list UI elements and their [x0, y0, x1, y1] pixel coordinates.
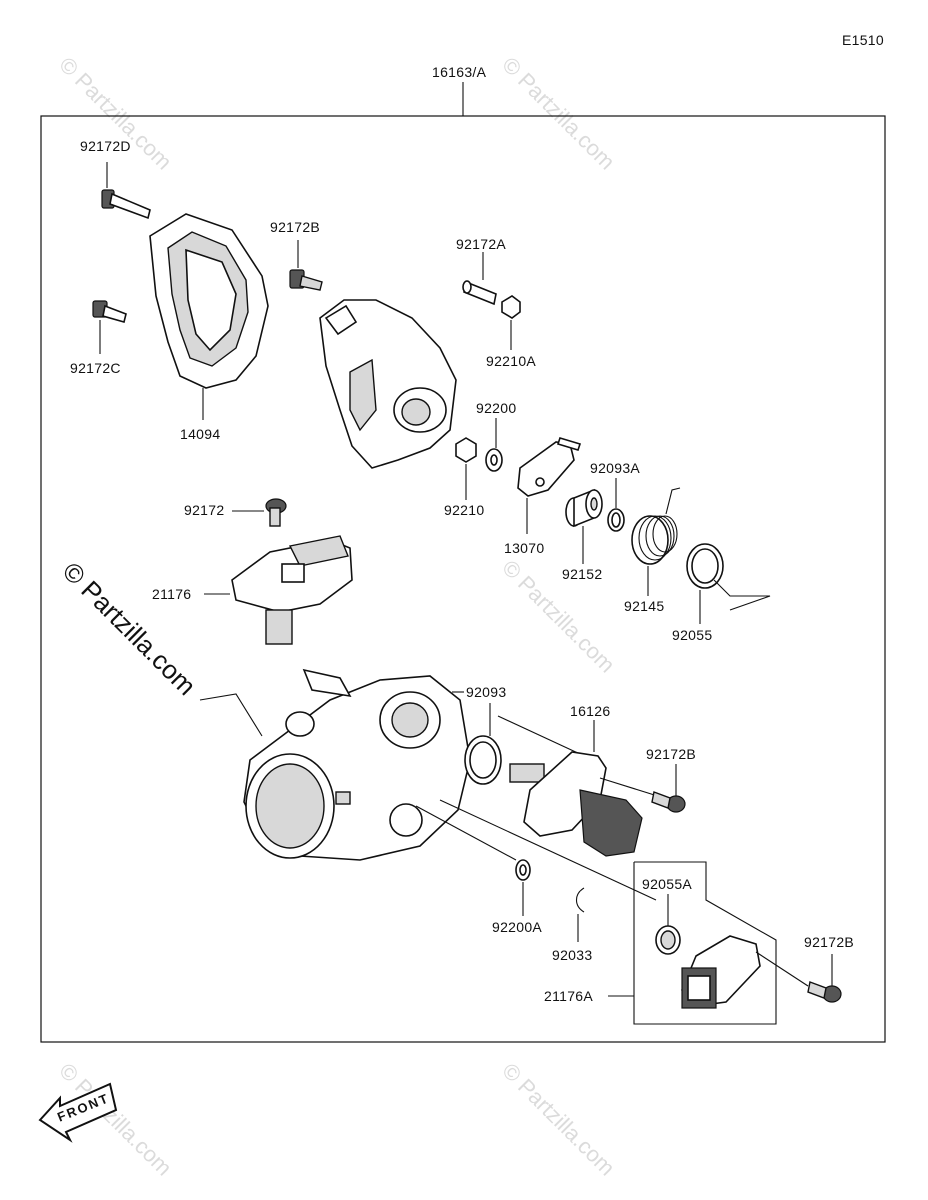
- bolt-92172C: [92, 300, 127, 323]
- throttle-body: [243, 668, 471, 861]
- bolt-92172D: [101, 189, 151, 220]
- bolt-92172B-top: [289, 269, 323, 291]
- diagram-code: E1510: [842, 32, 884, 48]
- bolt-92172B-mid: [651, 791, 686, 813]
- nut-92210A: [501, 295, 521, 319]
- plate-13070: [517, 437, 582, 497]
- part-label-92152[interactable]: 92152: [562, 566, 603, 582]
- spring-92145: [631, 487, 681, 565]
- part-label-92093A[interactable]: 92093A: [590, 460, 641, 476]
- part-label-92172B[interactable]: 92172B: [804, 934, 855, 950]
- screw-92172: [265, 498, 287, 527]
- part-label-92172[interactable]: 92172: [184, 502, 225, 518]
- part-label-92200[interactable]: 92200: [476, 400, 517, 416]
- part-label-92145[interactable]: 92145: [624, 598, 665, 614]
- part-label-92210[interactable]: 92210: [444, 502, 485, 518]
- sensor-21176: [231, 535, 353, 645]
- part-label-92172C[interactable]: 92172C: [70, 360, 121, 376]
- cover-14094: [149, 213, 269, 389]
- circlip-92033: [575, 887, 585, 913]
- part-label-16126[interactable]: 16126: [570, 703, 611, 719]
- pin-92172A: [462, 280, 497, 306]
- part-label-21176[interactable]: 21176: [152, 586, 192, 602]
- assembly-label: 16163/A: [432, 64, 487, 80]
- sensor-21176A: [681, 935, 761, 1009]
- part-label-92033[interactable]: 92033: [552, 947, 593, 963]
- part-label-21176A[interactable]: 21176A: [544, 988, 594, 1004]
- collar-92152: [565, 488, 603, 528]
- part-label-92172D[interactable]: 92172D: [80, 138, 131, 154]
- nut-92210: [455, 437, 477, 463]
- front-arrow-icon: [38, 1082, 118, 1143]
- part-label-92093[interactable]: 92093: [466, 684, 507, 700]
- throttle-housing-cover: [319, 299, 457, 469]
- part-label-14094[interactable]: 14094: [180, 426, 221, 442]
- part-label-92210A[interactable]: 92210A: [486, 353, 537, 369]
- idle-valve-16126: [509, 751, 643, 857]
- subassembly-frame: [633, 861, 777, 1025]
- part-label-92055[interactable]: 92055: [672, 627, 713, 643]
- part-label-92172B[interactable]: 92172B: [646, 746, 697, 762]
- part-label-92172A[interactable]: 92172A: [456, 236, 507, 252]
- part-label-13070[interactable]: 13070: [504, 540, 545, 556]
- bolt-92172B-low: [807, 981, 842, 1003]
- part-label-92200A[interactable]: 92200A: [492, 919, 543, 935]
- part-label-92055A[interactable]: 92055A: [642, 876, 693, 892]
- part-label-92172B[interactable]: 92172B: [270, 219, 321, 235]
